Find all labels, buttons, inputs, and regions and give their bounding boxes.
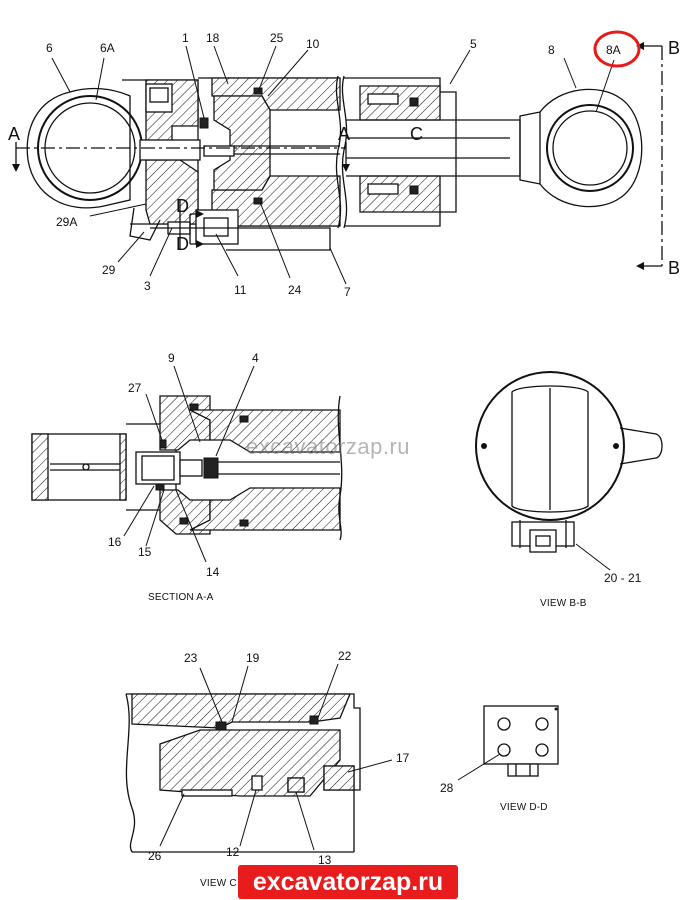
section-aa-caption: SECTION A-A [148, 592, 214, 603]
cylinder-rod-end [344, 77, 457, 227]
callout-1: 1 [182, 31, 189, 45]
watermark-bottom-banner[interactable]: excavatorzap.ru [238, 865, 458, 899]
callout-6a: 6A [100, 41, 115, 55]
callout-5: 5 [470, 37, 477, 51]
section-a-right: A [338, 124, 350, 144]
callout-8: 8 [548, 43, 555, 57]
section-aa-view: 9 4 27 16 15 14 SECTION A-A [31, 351, 343, 603]
highlight-circle [593, 30, 641, 68]
callout-19: 19 [246, 651, 260, 665]
callout-26: 26 [148, 849, 162, 863]
callout-23: 23 [184, 651, 198, 665]
section-b-bottom: B [668, 258, 680, 278]
callout-13: 13 [318, 853, 332, 867]
callout-11: 11 [234, 283, 247, 297]
callout-16: 16 [108, 535, 122, 549]
callout-29: 29 [102, 263, 116, 277]
callout-10: 10 [306, 37, 320, 51]
callout-7: 7 [344, 285, 351, 299]
view-dd: 28 VIEW D-D [440, 705, 559, 813]
callout-3: 3 [144, 279, 151, 293]
view-dd-caption: VIEW D-D [500, 802, 548, 813]
callout-6: 6 [46, 41, 53, 55]
callout-25: 25 [270, 31, 284, 45]
section-d-bottom: D [176, 234, 189, 254]
callout-27: 27 [128, 381, 142, 395]
callout-22: 22 [338, 649, 352, 663]
view-bb: 20 - 21 VIEW B-B [475, 371, 663, 609]
main-cylinder-view: 6 6A 1 18 25 10 5 8 8A 29A 29 3 11 24 7 … [8, 30, 680, 299]
callout-8a: 8A [606, 43, 621, 57]
callout-28: 28 [440, 781, 454, 795]
callout-18: 18 [206, 31, 220, 45]
section-d-top: D [176, 196, 189, 216]
valve-block [150, 200, 331, 251]
callout-17: 17 [396, 751, 410, 765]
piston-rod [346, 111, 541, 185]
view-c: 23 19 22 17 26 12 13 VIEW C [125, 649, 410, 889]
callout-24: 24 [288, 283, 302, 297]
callout-29a: 29A [56, 215, 77, 229]
view-c-mark: C [410, 124, 423, 144]
rod-eye [539, 88, 643, 208]
section-a-left: A [8, 124, 20, 144]
callout-14: 14 [206, 565, 220, 579]
callout-20-21: 20 - 21 [604, 571, 642, 585]
watermark-center: excavatorzap.ru [246, 434, 411, 459]
view-c-caption: VIEW C [200, 878, 237, 889]
callout-15: 15 [138, 545, 152, 559]
callout-4: 4 [252, 351, 259, 365]
view-bb-caption: VIEW B-B [540, 598, 587, 609]
section-b-top: B [668, 38, 680, 58]
callout-9: 9 [168, 351, 175, 365]
callout-12: 12 [226, 845, 240, 859]
barrel-left [198, 77, 341, 227]
